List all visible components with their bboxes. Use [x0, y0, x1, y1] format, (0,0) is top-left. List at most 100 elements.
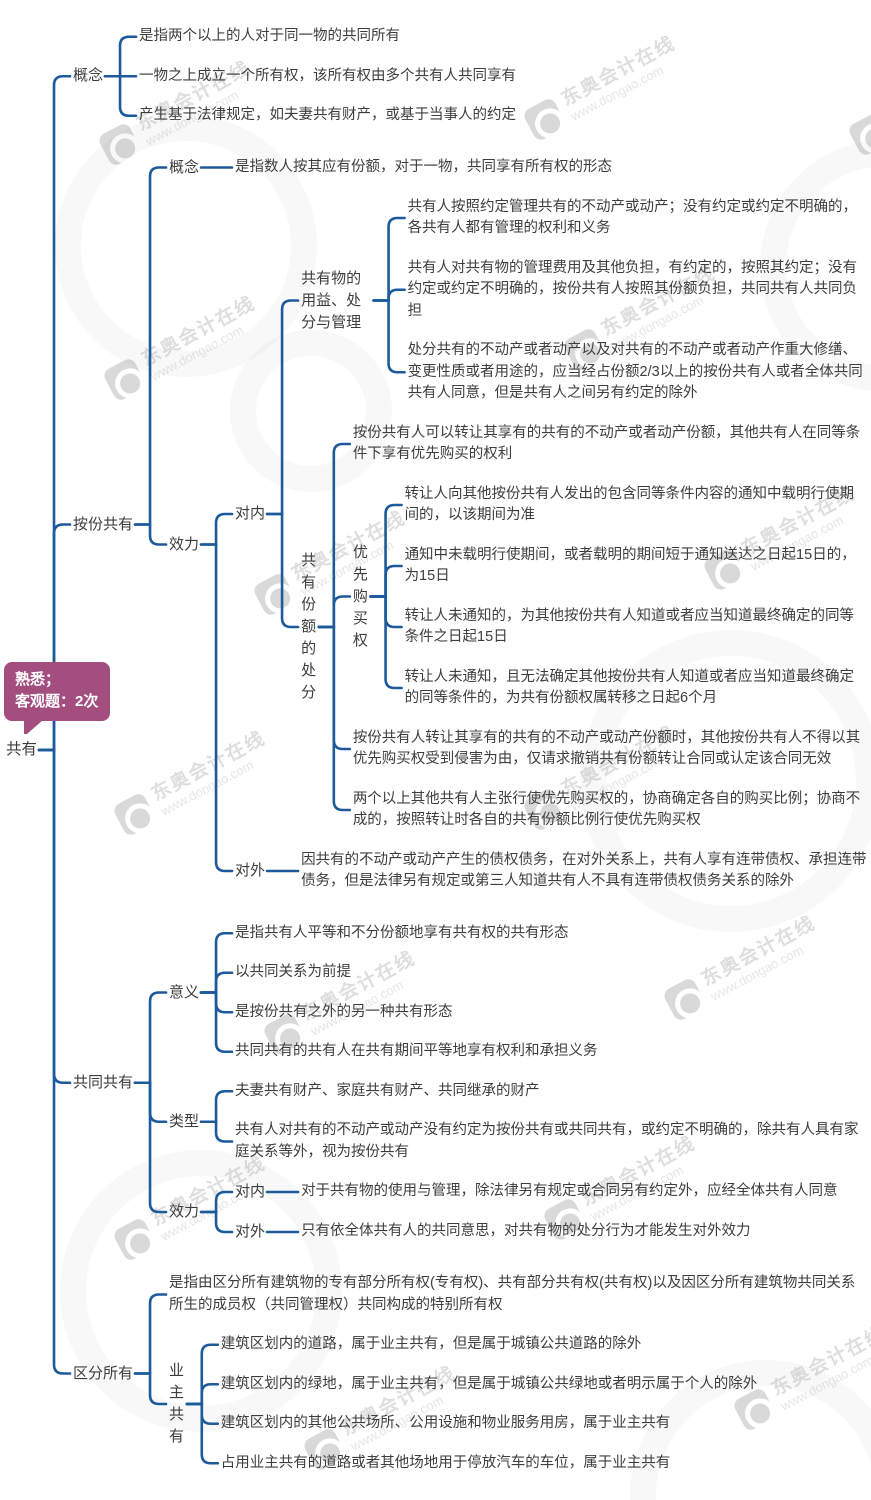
mindmap-node: 一物之上成立一个所有权，该所有权由多个共有人共同享有 [139, 66, 867, 88]
mindmap-node: 建筑区划内的绿地，属于业主共有，但是属于城镇公共绿地或者明示属于个人的除外 [221, 1374, 867, 1396]
children-group: 因共有的不动产或动产产生的债权债务，在对外关系上，共有人享有连带债权、承担连带债… [301, 850, 867, 893]
leaf-text: 以共同关系为前提 [235, 964, 352, 980]
branch-label: 共有份额的处分 [301, 552, 317, 701]
mindmap-node: 对内对于共有物的使用与管理，除法律另有规定或合同另有约定外，应经全体共有人同意 [235, 1181, 867, 1203]
children-group: 共有物的用益、处分与管理共有人按照约定管理共有的不动产或动产；没有约定或约定不明… [301, 197, 867, 832]
mindmap-node: 是按份共有之外的另一种共有形态 [235, 1002, 867, 1024]
leaf-text: 一物之上成立一个所有权，该所有权由多个共有人共同享有 [139, 67, 517, 84]
mindmap-node: 对内 共有物的用益、处分与管理共有人按照约定管理共有的不动产或动产；没有约定或约定… [235, 197, 867, 832]
leaf-text: 产生基于法律规定，如夫妻共有财产，或基于当事人的约定 [139, 107, 517, 123]
children-group: 概念是指两个以上的人对于同一物的共同所有一物之上成立一个所有权，该所有权由多个共… [73, 26, 867, 1474]
leaf-text: 对于共有物的使用与管理，除法律另有规定或合同另有约定外，应经全体共有人同意 [301, 1183, 838, 1200]
children-group: 是指数人按其应有份额，对于一物，共同享有所有权的形态 [235, 157, 867, 179]
mindmap-node: 概念是指数人按其应有份额，对于一物，共同享有所有权的形态 [169, 157, 867, 179]
mindmap-node: 两个以上其他共有人主张行使优先购买权的，协商确定各自的购买比例；协商不成的，按照… [353, 789, 867, 832]
mindmap-node: 业主共有建筑区划内的道路，属于业主共有，但是属于城镇公共道路的除外建筑区划内的绿… [169, 1334, 867, 1474]
mindmap-node: 效力 对内 共有物的用益、处分与管理共有人按照约定管理共有的不动产或动产；没有约定或… [169, 197, 867, 893]
children-group: 按份共有人可以转让其享有的共有的不动产或者动产份额，其他共有人在同等条件下享有优… [353, 423, 867, 832]
leaf-text: 共有人对共有物的管理费用及其他负担，有约定的，按照其约定；没有约定或约定不明确的… [407, 259, 858, 319]
mindmap-node: 共有人对共有物的管理费用及其他负担，有约定的，按照其约定；没有约定或约定不明确的… [408, 258, 867, 323]
leaf-text: 处分共有的不动产或者动产以及对共有的不动产或者动产作重大修缮、变更性质或者用途的… [407, 342, 863, 401]
children-group: 是指共有人平等和不分份额地享有共有权的共有形态以共同关系为前提是按份共有之外的另… [235, 923, 867, 1063]
children-group: 转让人向其他按份共有人发出的包含同等条件内容的通知中载明行使期间的，以该期间为准… [405, 484, 867, 710]
mindmap-node: 共同共有的共有人在共有期间平等地享有权利和承担义务 [235, 1041, 867, 1063]
leaf-text: 占用业主共有的道路或者其他场地用于停放汽车的车位，属于业主共有 [220, 1454, 671, 1471]
leaf-text: 通知中未载明行使期间，或者载明的期间短于通知送达之日起15日的，为15日 [404, 546, 856, 585]
mindmap-node: 区分所有 是指由区分所有建筑物的专有部分所有权(专有权)、共有部分共有权(共有权)… [73, 1273, 867, 1474]
note-badge: 熟悉； 客观题：2次 [4, 662, 111, 734]
mindmap-node: 是指两个以上的人对于同一物的共同所有 [139, 26, 867, 48]
mindmap-node: 意义 是指共有人平等和不分份额地享有共有权的共有形态以共同关系为前提是按份共有之外… [169, 923, 867, 1063]
mindmap-node: 转让人未通知的，为其他按份共有人知道或者应当知道最终确定的同等条件之日起15日 [405, 606, 867, 649]
branch-label: 效力 [169, 1203, 200, 1220]
mindmap-node: 建筑区划内的道路，属于业主共有，但是属于城镇公共道路的除外 [221, 1334, 867, 1356]
leaf-text: 共有人对共有的不动产或动产没有约定为按份共有或共同共有，或约定不明确的，除共有人… [235, 1122, 859, 1160]
leaf-text: 转让人未通知，且无法确定其他按份共有人知道或者应当知道最终确定的同等条件的，为共… [404, 668, 855, 707]
badge-line-1: 熟悉； [15, 671, 61, 688]
mindmap-node: 是指由区分所有建筑物的专有部分所有权(专有权)、共有部分共有权(共有权)以及因区… [169, 1273, 867, 1316]
mindmap-node: 产生基于法律规定，如夫妻共有财产，或基于当事人的约定 [139, 105, 867, 127]
branch-label: 意义 [169, 983, 200, 1001]
leaf-text: 按份共有人转让其享有的共有的不动产或动产份额时，其他按份共有人不得以其优先购买权… [352, 729, 861, 768]
children-group: 共有人按照约定管理共有的不动产或动产；没有约定或约定不明确的，各共有人都有管理的… [408, 197, 867, 405]
mindmap-node: 共有人按照约定管理共有的不动产或动产；没有约定或约定不明确的，各共有人都有管理的… [408, 197, 867, 240]
children-group: 是指两个以上的人对于同一物的共同所有一物之上成立一个所有权，该所有权由多个共有人… [139, 26, 867, 127]
mindmap-node: 效力 对内对于共有物的使用与管理，除法律另有规定或合同另有约定外，应经全体共有人同… [169, 1181, 867, 1243]
branch-label: 效力 [169, 535, 200, 553]
leaf-text: 共同共有的共有人在共有期间平等地享有权利和承担义务 [235, 1043, 598, 1059]
mindmap-node: 通知中未载明行使期间，或者载明的期间短于通知送达之日起15日的，为15日 [405, 545, 867, 588]
mindmap-node: 按份共有人可以转让其享有的共有的不动产或者动产份额，其他共有人在同等条件下享有优… [353, 423, 867, 466]
branch-label: 对内 [235, 505, 266, 522]
mindmap-node: 按份共有人转让其享有的共有的不动产或动产份额时，其他按份共有人不得以其优先购买权… [353, 728, 867, 771]
leaf-text: 只有依全体共有人的共同意思，对共有物的处分行为才能发生对外效力 [301, 1223, 751, 1240]
children-group: 是指由区分所有建筑物的专有部分所有权(专有权)、共有部分共有权(共有权)以及因区… [169, 1273, 867, 1474]
mindmap-node: 建筑区划内的其他公共场所、公用设施和物业服务用房，属于业主共有 [221, 1413, 867, 1435]
mindmap-node: 类型 夫妻共有财产、家庭共有财产、共同继承的财产共有人对共有的不动产或动产没有约定… [169, 1081, 867, 1164]
mindmap-node: 共有份额的处分 按份共有人可以转让其享有的共有的不动产或者动产份额，其他共有人在同… [301, 423, 867, 832]
leaf-text: 是指数人按其应有份额，对于一物，共同享有所有权的形态 [235, 158, 613, 175]
mindmap-node: 夫妻共有财产、家庭共有财产、共同继承的财产 [235, 1081, 867, 1103]
leaf-text: 建筑区划内的道路，属于业主共有，但是属于城镇公共道路的除外 [220, 1336, 642, 1352]
mindmap-node: 共有物的用益、处分与管理共有人按照约定管理共有的不动产或动产；没有约定或约定不明… [301, 197, 867, 405]
children-group: 对内对于共有物的使用与管理，除法律另有规定或合同另有约定外，应经全体共有人同意对… [235, 1181, 867, 1243]
children-group: 对内 共有物的用益、处分与管理共有人按照约定管理共有的不动产或动产；没有约定或约定… [235, 197, 867, 893]
badge-line-2: 客观题：2次 [15, 693, 99, 710]
children-group: 对于共有物的使用与管理，除法律另有规定或合同另有约定外，应经全体共有人同意 [301, 1181, 867, 1203]
leaf-text: 是按份共有之外的另一种共有形态 [235, 1003, 453, 1020]
mindmap-node: 只有依全体共有人的共同意思，对共有物的处分行为才能发生对外效力 [301, 1221, 867, 1243]
leaf-text: 是指由区分所有建筑物的专有部分所有权(专有权)、共有部分共有权(共有权)以及因区… [169, 1275, 856, 1313]
leaf-text: 按份共有人可以转让其享有的共有的不动产或者动产份额，其他共有人在同等条件下享有优… [352, 424, 861, 463]
leaf-text: 夫妻共有财产、家庭共有财产、共同继承的财产 [235, 1082, 540, 1099]
mindmap-node: 是指数人按其应有份额，对于一物，共同享有所有权的形态 [235, 157, 867, 179]
leaf-text: 建筑区划内的其他公共场所、公用设施和物业服务用房，属于业主共有 [220, 1415, 671, 1431]
mindmap-node: 因共有的不动产或动产产生的债权债务，在对外关系上，共有人享有连带债权、承担连带债… [301, 850, 867, 893]
children-group: 建筑区划内的道路，属于业主共有，但是属于城镇公共道路的除外建筑区划内的绿地，属于… [221, 1334, 867, 1474]
branch-label: 类型 [169, 1112, 200, 1130]
leaf-text: 是指共有人平等和不分份额地享有共有权的共有形态 [235, 924, 569, 941]
mindmap-node: 转让人未通知，且无法确定其他按份共有人知道或者应当知道最终确定的同等条件的，为共… [405, 667, 867, 710]
branch-label: 共同共有 [73, 1073, 134, 1091]
children-group: 概念是指数人按其应有份额，对于一物，共同享有所有权的形态效力 对内 共有物的用益、处… [169, 157, 867, 893]
mindmap-node: 以共同关系为前提 [235, 962, 867, 984]
branch-label: 对外 [235, 1223, 266, 1240]
leaf-text: 是指两个以上的人对于同一物的共同所有 [139, 28, 401, 44]
mindmap-node: 占用业主共有的道路或者其他场地用于停放汽车的车位，属于业主共有 [221, 1453, 867, 1475]
mindmap-node: 转让人向其他按份共有人发出的包含同等条件内容的通知中载明行使期间的，以该期间为准 [405, 484, 867, 527]
branch-label: 优先购买权 [352, 543, 368, 649]
mindmap-node: 处分共有的不动产或者动产以及对共有的不动产或者动产作重大修缮、变更性质或者用途的… [408, 340, 867, 405]
leaf-text: 转让人未通知的，为其他按份共有人知道或者应当知道最终确定的同等条件之日起15日 [404, 607, 855, 646]
leaf-text: 建筑区划内的绿地，属于业主共有，但是属于城镇公共绿地或者明示属于个人的除外 [220, 1375, 758, 1392]
mindmap-node: 共有人对共有的不动产或动产没有约定为按份共有或共同共有，或约定不明确的，除共有人… [235, 1120, 867, 1163]
children-group: 只有依全体共有人的共同意思，对共有物的处分行为才能发生对外效力 [301, 1221, 867, 1243]
mindmap-tree: 共有概念是指两个以上的人对于同一物的共同所有一物之上成立一个所有权，该所有权由多… [6, 0, 867, 1500]
branch-label: 区分所有 [73, 1364, 134, 1382]
badge-tail [24, 720, 43, 734]
mindmap-node: 是指共有人平等和不分份额地享有共有权的共有形态 [235, 923, 867, 945]
mindmap-node: 对于共有物的使用与管理，除法律另有规定或合同另有约定外，应经全体共有人同意 [301, 1181, 867, 1203]
branch-label: 按份共有 [73, 515, 134, 533]
leaf-text: 共有人按照约定管理共有的不动产或动产；没有约定或约定不明确的，各共有人都有管理的… [407, 198, 858, 237]
children-group: 意义 是指共有人平等和不分份额地享有共有权的共有形态以共同关系为前提是按份共有之外… [169, 923, 867, 1244]
mindmap-node: 共同共有 意义 是指共有人平等和不分份额地享有共有权的共有形态以共同关系为前提是按份… [73, 923, 867, 1244]
leaf-text: 转让人向其他按份共有人发出的包含同等条件内容的通知中载明行使期间的，以该期间为准 [404, 485, 855, 524]
